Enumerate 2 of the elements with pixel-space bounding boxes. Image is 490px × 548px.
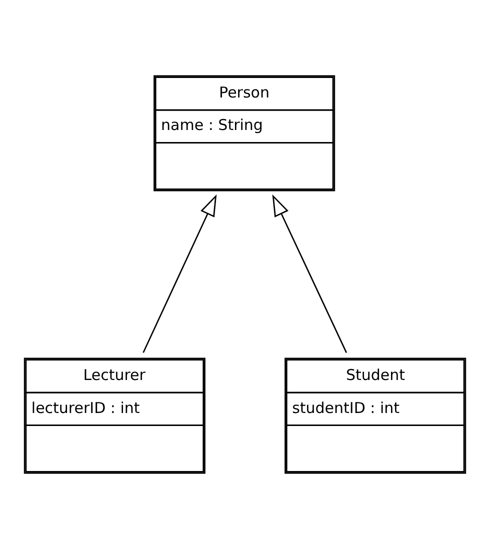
arrow [272, 194, 348, 352]
arrow [142, 194, 217, 352]
